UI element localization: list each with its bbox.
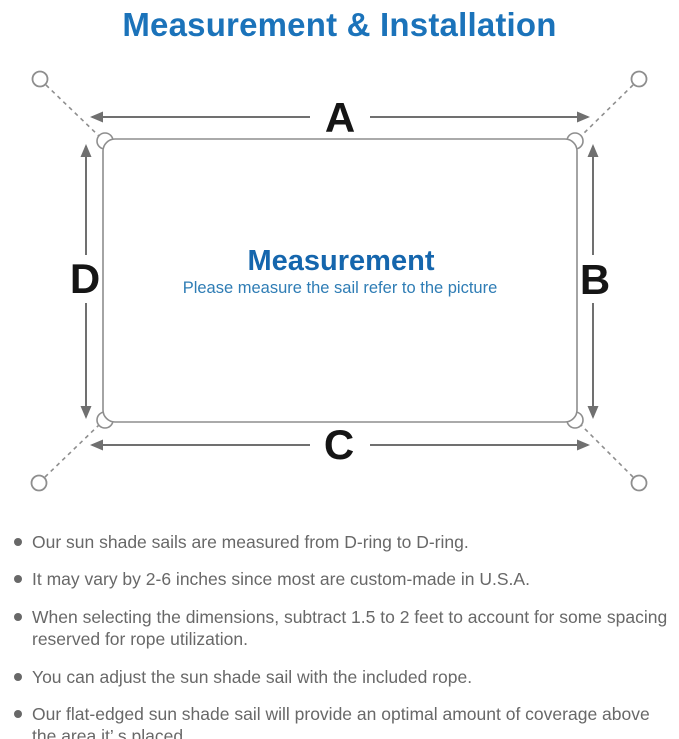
tie-rope-top-right (579, 84, 634, 138)
diagram-center-title: Measurement (248, 245, 435, 277)
sail-diagram-svg: A C D B Measurement Please measure the s… (30, 70, 648, 492)
diagram-center-subtitle: Please measure the sail refer to the pic… (183, 279, 498, 297)
tie-rope-bottom-left (44, 423, 101, 478)
bullet-icon (14, 612, 22, 621)
bullet-icon (14, 709, 22, 718)
measurement-diagram: A C D B Measurement Please measure the s… (0, 55, 679, 515)
anchor-ring-bottom-left (30, 474, 48, 492)
anchor-ring-top-left (31, 70, 49, 88)
note-item: Our flat-edged sun shade sail will provi… (14, 703, 673, 739)
note-text: Our sun shade sails are measured from D-… (32, 532, 469, 552)
dim-label-c: C (324, 421, 354, 468)
note-text: It may vary by 2-6 inches since most are… (32, 569, 530, 590)
dim-label-b: B (580, 256, 610, 303)
sail-body (102, 138, 578, 423)
note-item: When selecting the dimensions, subtract … (14, 606, 673, 651)
page-title: Measurement & Installation (122, 6, 557, 43)
anchor-ring-top-right (630, 70, 648, 88)
tie-rope-top-left (45, 84, 101, 138)
note-text: When selecting the dimensions, subtract … (32, 606, 668, 650)
anchor-ring-bottom-right (630, 474, 648, 492)
bullet-icon (14, 575, 22, 584)
note-item: It may vary by 2-6 inches since most are… (14, 568, 673, 590)
note-text: You can adjust the sun shade sail with t… (32, 666, 473, 687)
note-item: Our sun shade sails are measured from D-… (14, 531, 673, 553)
dim-label-a: A (325, 94, 355, 141)
note-text: Our flat-edged sun shade sail will provi… (32, 703, 650, 739)
notes-list: Our sun shade sails are measured from D-… (0, 515, 679, 739)
note-item: You can adjust the sun shade sail with t… (14, 666, 673, 688)
bullet-icon (14, 672, 22, 681)
tie-rope-bottom-right (579, 423, 634, 478)
bullet-icon (14, 538, 22, 546)
dim-label-d: D (70, 255, 100, 302)
